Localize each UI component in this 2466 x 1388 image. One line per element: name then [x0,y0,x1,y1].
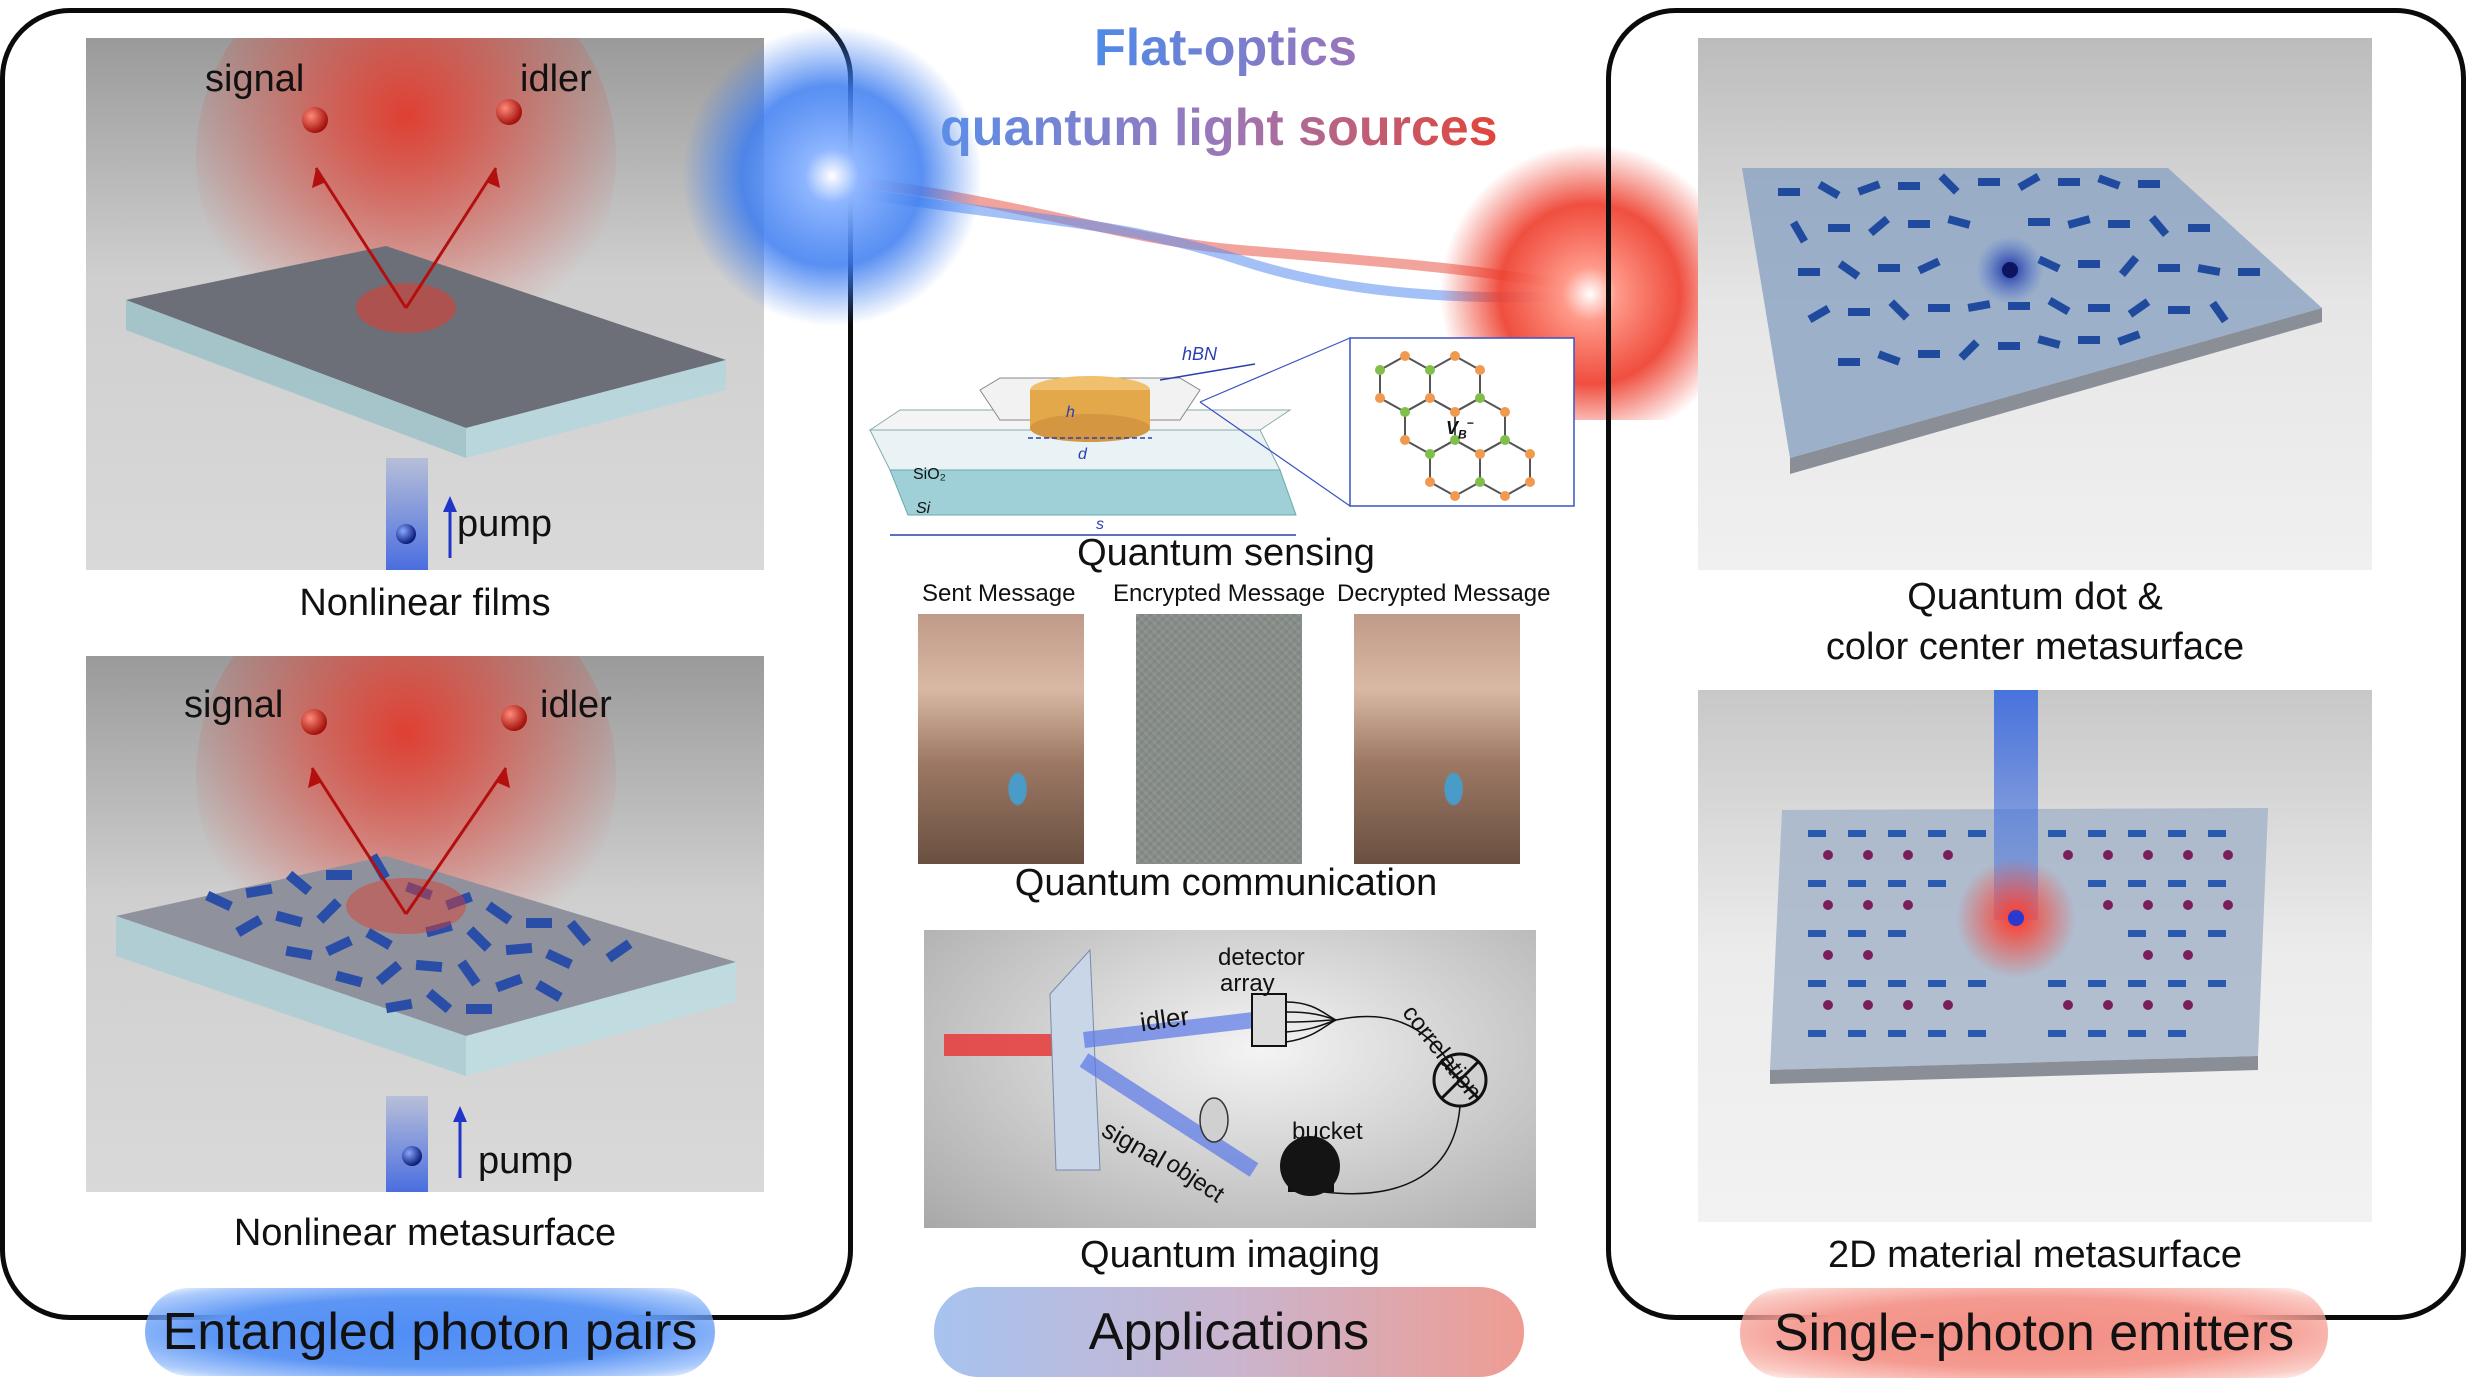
nonlinear-films-illustration [126,38,726,570]
entangled-photon-pairs-pill: Entangled photon pairs [145,1288,715,1376]
quantum-sensing-caption: Quantum sensing [1077,532,1375,574]
quantum-imaging-caption: Quantum imaging [1080,1234,1380,1276]
nonlinear-films-caption: Nonlinear films [299,582,551,624]
nonlinear-metasurface-render [86,656,764,1192]
films-idler-label: idler [520,58,592,100]
single-photon-emitters-pill: Single-photon emitters [1740,1288,2328,1378]
metasurface-pump-label: pump [478,1140,574,1182]
2d-material-metasurface-illustration [1770,690,2268,1084]
quantum-dot-caption-line1: Quantum dot & [1907,576,2163,618]
nonlinear-films-render [86,38,764,570]
metasurface-signal-label: signal [184,684,284,726]
applications-pill: Applications [934,1287,1524,1377]
quantum-sensing-illustration [868,337,1575,536]
metasurface-idler-label: idler [540,684,612,726]
sio2-label: SiO₂ [913,466,946,483]
films-signal-label: signal [205,58,305,100]
bucket-label: bucket [1292,1118,1363,1145]
sent-message-label: Sent Message [922,580,1076,607]
boron-vacancy-label: VB− [1446,416,1474,442]
encrypted-message-label: Encrypted Message [1113,580,1326,607]
films-pump-label: pump [457,503,553,545]
nonlinear-metasurface-illustration [116,656,736,1192]
title-line2: quantum light sources [940,99,1498,157]
quantum-communication-caption: Quantum communication [1014,862,1438,904]
encrypted-message-image [1136,614,1302,864]
quantum-imaging-render [924,930,1536,1228]
2d-material-metasurface-render [1698,690,2372,1222]
2d-material-caption: 2D material metasurface [1828,1234,2242,1276]
quantum-dot-caption-line2: color center metasurface [1825,626,2245,668]
title-line1: Flat-optics [1094,19,1357,77]
si-label: Si [916,500,931,517]
detector-label-line1: detector [1218,944,1305,971]
hbn-label: hBN [1182,344,1218,364]
nonlinear-metasurface-caption: Nonlinear metasurface [233,1212,617,1254]
height-label: h [1066,404,1075,421]
sent-message-image [918,614,1084,864]
diameter-label: d [1078,446,1087,463]
spacing-label: s [1096,516,1104,533]
quantum-dot-metasurface-render [1698,38,2372,570]
quantum-dot-metasurface-illustration [1742,168,2322,474]
detector-label-line2: array [1220,970,1275,997]
quantum-imaging-illustration [944,948,1488,1196]
decrypted-message-label: Decrypted Message [1337,580,1551,607]
decrypted-message-image [1354,614,1520,864]
